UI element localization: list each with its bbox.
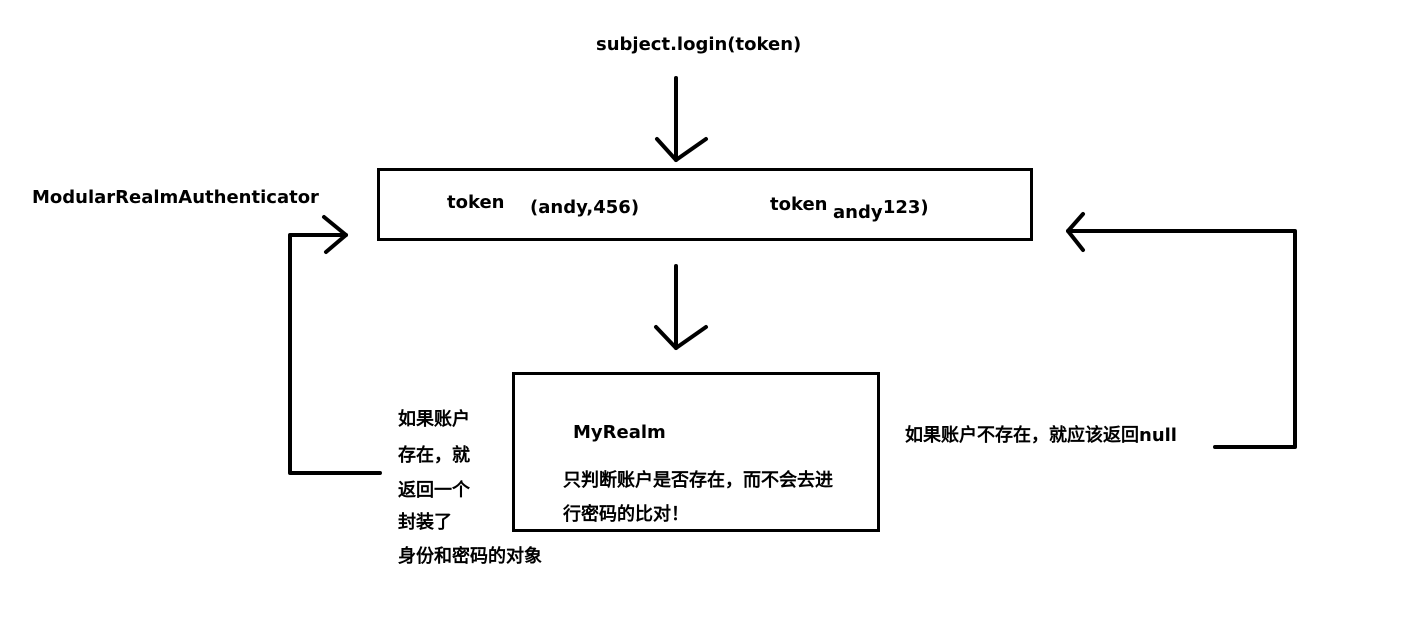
token-2-label: token [770,194,828,215]
exists-note-line-2: 存在，就 [398,445,470,466]
token-1-value: (andy,456) [530,197,640,218]
token-1-label: token [447,192,505,213]
exists-note-line-5: 身份和密码的对象 [398,546,542,567]
login-call-label: subject.login(token) [596,34,802,55]
realm-desc-line-1: 只判断账户是否存在，而不会去进 [563,470,833,491]
realm-box [512,372,880,532]
token-box [377,168,1033,241]
not-exists-note: 如果账户不存在，就应该返回null [905,425,1177,446]
exists-note-line-1: 如果账户 [398,409,470,430]
authenticator-label: ModularRealmAuthenticator [32,187,319,208]
realm-name: MyRealm [573,422,666,443]
exists-note-line-3: 返回一个 [398,480,470,501]
arrow-exists-return [288,215,382,475]
arrow-not-exists-return [1066,212,1297,449]
exists-note-line-4: 封装了 [398,512,452,533]
token-2-value-main: andy [833,202,883,223]
token-2-value-rest: ,123) [876,197,929,218]
arrow-login-to-tokens [655,76,708,162]
realm-desc-line-2: 行密码的比对！ [563,504,689,525]
arrow-tokens-to-realm [654,264,708,350]
